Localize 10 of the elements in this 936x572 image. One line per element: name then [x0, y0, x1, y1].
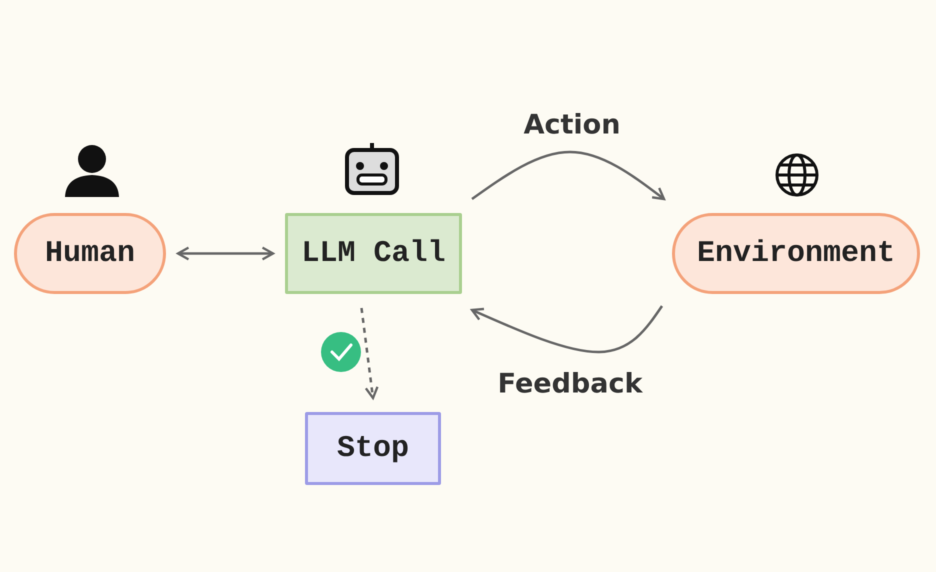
node-label: LLM Call — [301, 236, 446, 270]
arrow — [176, 246, 274, 260]
node-label: Environment — [696, 236, 896, 270]
process-box — [305, 412, 441, 485]
node-label: Stop — [336, 432, 409, 466]
arrow — [471, 150, 666, 200]
node-label: Human — [44, 236, 135, 270]
process-box — [285, 213, 462, 294]
arrow — [360, 308, 379, 400]
arrow — [470, 305, 664, 354]
